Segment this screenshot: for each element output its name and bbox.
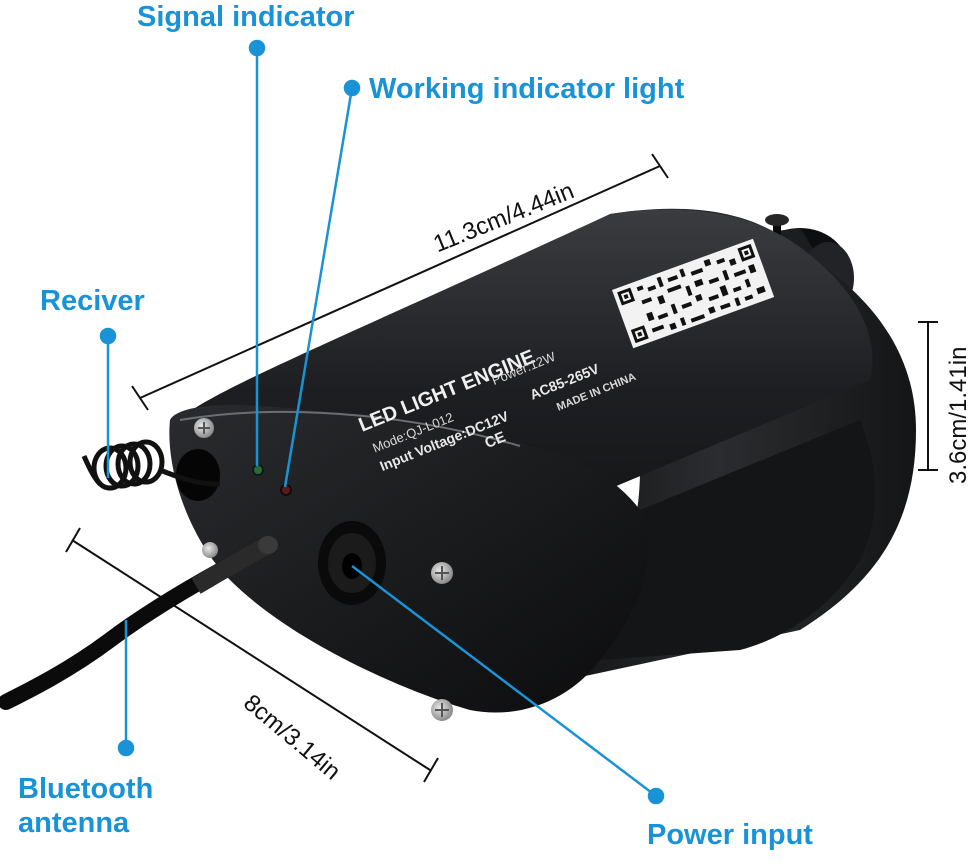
device-ce-mark: CE <box>482 428 508 452</box>
leader-lines <box>99 39 665 805</box>
signal-indicator-label: Signal indicator <box>137 1 355 33</box>
edge-highlight <box>179 410 521 447</box>
device-front-face <box>169 405 648 713</box>
receiver-label: Reciver <box>40 285 145 317</box>
bluetooth-antenna-cable <box>0 536 278 710</box>
screw-icon <box>431 699 453 721</box>
length-dimension-line <box>131 153 669 411</box>
height-dimension-label: 3.6cm/1.41in <box>945 346 972 484</box>
bluetooth-antenna-label: Bluetooth antenna <box>18 772 218 840</box>
height-dimension-line <box>918 321 938 471</box>
width-dimension-line <box>65 527 439 783</box>
screw-icon <box>202 542 218 558</box>
qr-code-icon <box>612 238 775 349</box>
led-indicator-icon <box>252 464 264 476</box>
power-input-jack <box>318 521 386 605</box>
screw-icon <box>194 418 214 438</box>
power-input-label: Power input <box>647 819 813 851</box>
working-indicator-label: Working indicator light <box>369 73 685 105</box>
device-lower-side <box>600 420 875 660</box>
screw-icon <box>431 562 453 584</box>
receiver-port <box>176 449 220 501</box>
bluetooth-label-line1: Bluetooth <box>18 773 154 805</box>
receiver-coil <box>81 439 221 491</box>
bluetooth-label-line2: antenna <box>18 807 130 839</box>
